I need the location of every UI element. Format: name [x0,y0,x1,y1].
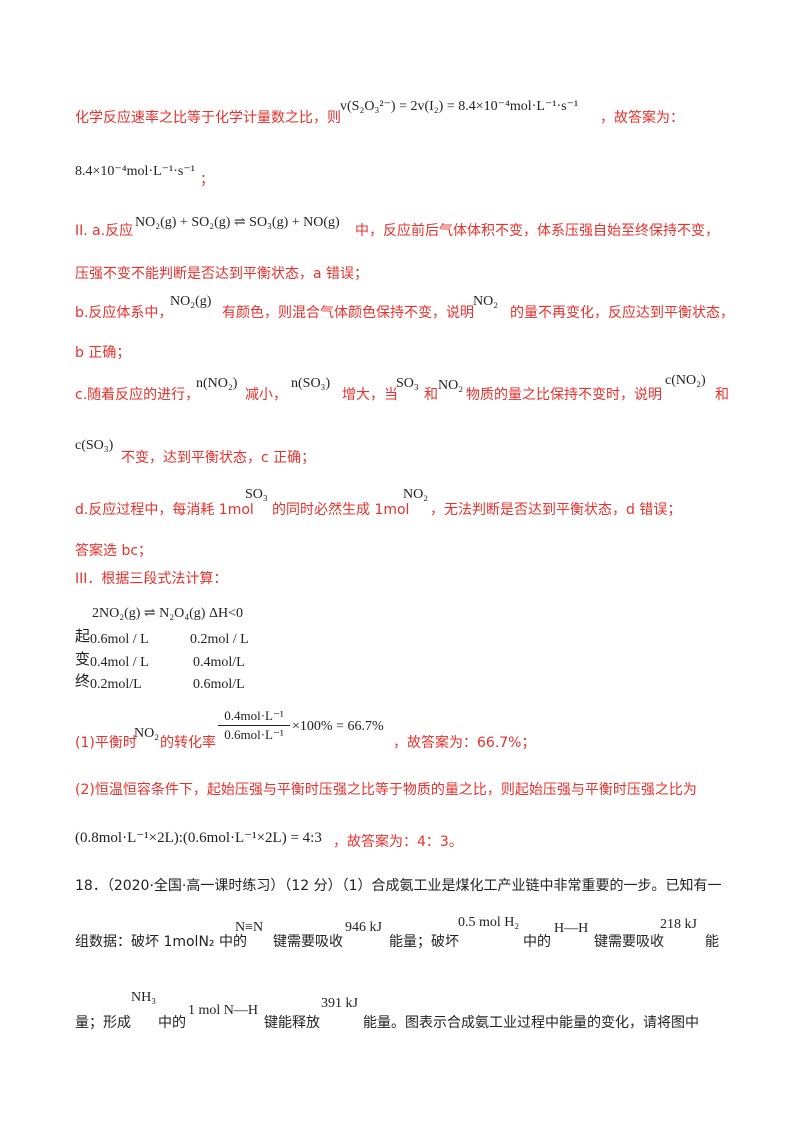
table-cell: 0.6mol / L [90,632,149,647]
question-text: 组数据：破坏 1molN₂ 中的 [75,934,247,950]
text-line: b.反应体系中， [75,305,173,321]
table-cell: 0.4mol / L [90,655,149,670]
fraction-denominator: 0.6mol·L⁻¹ [224,727,284,742]
question-text: 18．（2020·全国·高一课时练习）（12 分）（1）合成氨工业是煤化工产业链… [75,878,722,894]
text-line: 和 [715,387,729,403]
text-line: c.随着反应的进行， [75,387,200,403]
formula: NO₂ [473,294,499,309]
formula: H—H [554,921,589,936]
formula: 218 kJ [660,917,697,932]
text-line: ，无法判断是否达到平衡状态，d 错误； [430,502,682,518]
question-text: 能量。图表示合成氨工业过程中能量的变化，请将图中 [363,1015,699,1031]
formula: ×100% = 66.7% [292,719,384,734]
formula: n(NO₂) [196,376,238,391]
conversion-fraction: 0.4mol·L⁻¹ 0.6mol·L⁻¹ [218,708,290,743]
text-line: ，故答案为：66.7%； [393,735,536,751]
formula: 1 mol N—H [188,1003,258,1018]
formula: SO₃ [245,487,268,502]
table-equation: 2NO₂(g) ⇌ N₂O₄(g) ΔH<0 [92,606,243,621]
text-line: d.反应过程中，每消耗 1mol [75,502,254,518]
formula: 0.5 mol H₂ [458,915,520,930]
question-text: 中的 [523,934,551,950]
formula: NH₃ [131,990,157,1005]
question-text: 能 [705,934,719,950]
formula: 391 kJ [321,996,358,1011]
question-text: 键能释放 [264,1015,320,1031]
reaction-equation: NO₂(g) + SO₂(g) ⇌ SO₃(g) + NO(g) [135,215,340,230]
text-line: 有颜色，则混合气体颜色保持不变，说明 [222,305,474,321]
formula: NO₂ [438,378,464,393]
row-label: 起 [75,629,91,645]
table-cell: 0.2mol/L [90,677,142,692]
text-line: 减小， [245,387,287,403]
text-line: 的转化率 [160,735,216,751]
formula: n(SO₃) [291,376,331,391]
question-text: 键需要吸收 [594,934,664,950]
fraction-numerator: 0.4mol·L⁻¹ [224,708,284,723]
table-cell: 0.4mol/L [193,655,245,670]
text-line: 物质的量之比保持不变时，说明 [466,387,662,403]
text-line: (2)恒温恒容条件下，起始压强与平衡时压强之比等于物质的量之比，则起始压强与平衡… [75,782,697,798]
text-line: ； [200,172,214,188]
formula: c(SO₃) [75,438,114,453]
formula: SO₃ [396,376,419,391]
text-line: 化学反应速率之比等于化学计量数之比，则 [75,110,341,126]
text-line: 中，反应前后气体体积不变，体系压强自始至终保持不变， [355,223,719,239]
formula: NO₂(g) [170,294,212,309]
question-text: 能量；破坏 [389,934,459,950]
text-line: 的同时必然生成 1mol [272,502,410,518]
formula: c(NO₂) [665,373,706,388]
formula: NO₂ [134,726,160,741]
text-line: 压强不变不能判断是否达到平衡状态，a 错误； [75,266,369,282]
text-line: b 正确； [75,345,131,361]
pressure-ratio: (0.8mol·L⁻¹×2L):(0.6mol·L⁻¹×2L) = 4:3 [75,830,322,846]
question-text: 键需要吸收 [273,934,343,950]
text-line: 的量不再变化，反应达到平衡状态， [510,305,734,321]
text-line: 不变，达到平衡状态，c 正确； [121,450,316,466]
formula: NO₂ [403,487,429,502]
table-cell: 0.2mol / L [190,632,249,647]
text-line: ，故答案为：4：3。 [333,834,463,850]
table-cell: 0.6mol/L [193,677,245,692]
text-line: III．根据三段式法计算： [75,571,228,587]
text-line: II. a.反应 [75,223,134,239]
row-label: 变 [75,652,91,668]
text-line: 增大，当 [342,387,398,403]
question-text: 量；形成 [75,1015,131,1031]
formula: 946 kJ [345,920,382,935]
rate-equation: v(S₂O₃²⁻) = 2v(I₂) = 8.4×10⁻⁴mol·L⁻¹·s⁻¹ [340,99,579,114]
text-line: 答案选 bc； [75,543,153,559]
text-line: 和 [424,387,438,403]
row-label: 终 [75,674,91,690]
text-line: (1)平衡时 [75,735,137,751]
text-line: ，故答案为： [600,110,684,126]
answer-value: 8.4×10⁻⁴mol·L⁻¹·s⁻¹ [75,164,195,179]
formula: N≡N [235,920,264,935]
question-text: 中的 [158,1015,186,1031]
